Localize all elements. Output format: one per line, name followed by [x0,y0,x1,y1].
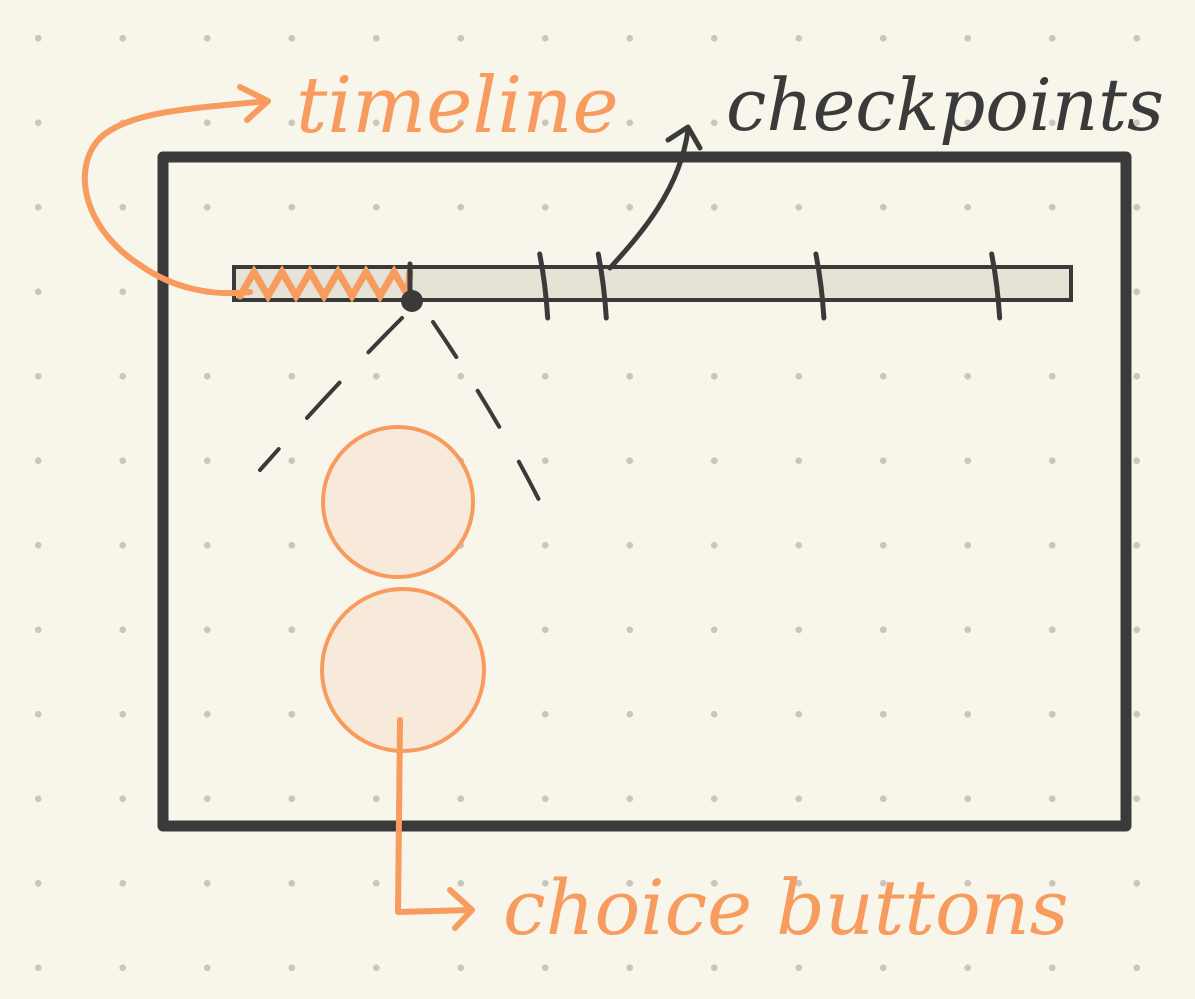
checkpoint-tick[interactable] [813,251,827,321]
checkpoint-ticks [537,251,1003,321]
arrow-icon [395,717,475,931]
timeline-progress [236,265,414,308]
arrow-icon [607,124,703,271]
playhead-icon[interactable] [401,261,423,312]
choice-button-2[interactable] [320,587,486,753]
checkpoint-tick[interactable] [537,251,551,321]
player-frame [157,151,1132,832]
arrow-icon [81,84,271,297]
checkpoint-tick[interactable] [595,251,609,321]
playhead-cone [258,316,550,520]
timeline-label: timeline [296,61,619,151]
checkpoints-label: checkpoints [726,63,1164,147]
choice-button-1[interactable] [321,425,475,579]
progress-scribble [236,265,414,308]
checkpoint-tick[interactable] [989,251,1003,321]
choice-buttons-label: choice buttons [503,863,1069,952]
